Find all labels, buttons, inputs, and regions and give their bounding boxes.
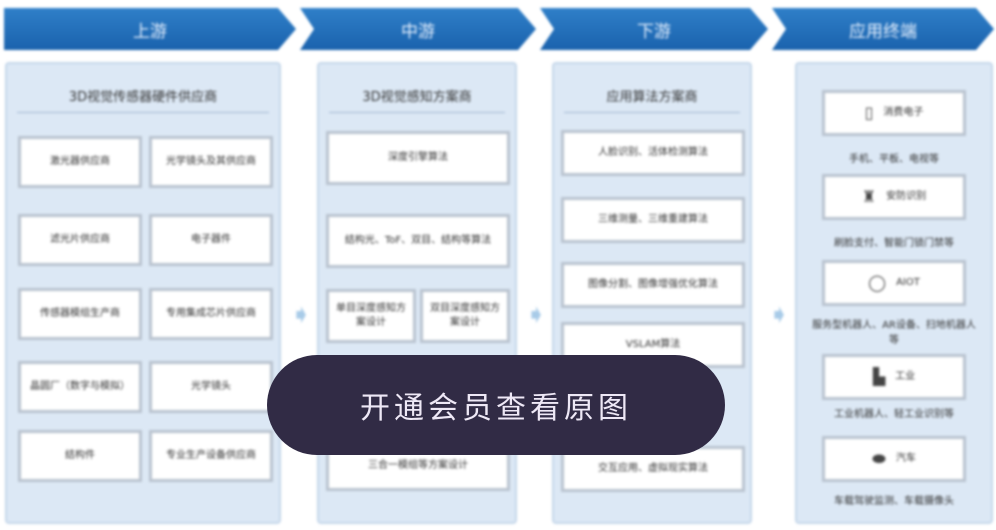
stage-downstream: 下游 (540, 8, 768, 50)
terminal-security: ♜ 安防识别 (822, 174, 966, 220)
factory-icon: ▙ (872, 366, 886, 386)
unlock-original-image-button[interactable]: 开通会员查看原图 (267, 355, 725, 455)
midstream-item: 结构光、ToF、双目、结构等算法 (326, 214, 510, 268)
phone-icon: ▯ (864, 102, 874, 122)
terminal-label: 安防识别 (886, 191, 927, 202)
upstream-item: 光学镜头及其供应商 (149, 136, 273, 188)
upstream-item: 晶圆厂（数字与模拟） (18, 361, 142, 413)
terminal-caption: 刷脸支付、智能门锁门禁等 (834, 238, 954, 249)
downstream-item: 三维测量、三维重建算法 (561, 197, 745, 243)
stage-terminal: 应用终端 (772, 8, 994, 50)
terminal-consumer-electronics: ▯ 消费电子 (822, 90, 966, 136)
upstream-item: 专业生产设备供应商 (149, 430, 273, 482)
stage-upstream: 上游 (4, 8, 296, 50)
upstream-item: 电子器件 (149, 214, 273, 266)
midstream-item: 深度引擎算法 (326, 131, 510, 185)
arrow-right-icon: ➧ (768, 300, 790, 330)
upstream-item: 传感器模组生产商 (18, 288, 142, 340)
downstream-item: 图像分割、图像增强优化算法 (561, 262, 745, 308)
terminal-caption: 车载驾驶监测、车载摄像头 (834, 496, 954, 507)
midstream-panel: 3D视觉感知方案商 深度引擎算法 结构光、ToF、双目、结构等算法 单目深度感知… (317, 62, 517, 524)
terminal-caption: 服务型机器人、AR设备、扫地机器人等 (812, 320, 976, 346)
terminal-label: 汽车 (895, 453, 916, 464)
midstream-item: 单目深度感知方案设计 (326, 289, 416, 343)
lock-icon: ♜ (861, 186, 877, 206)
midstream-item: 双目深度感知方案设计 (420, 289, 510, 343)
stage-midstream: 中游 (300, 8, 536, 50)
terminal-caption: 工业机器人、轻工业识别等 (834, 409, 954, 420)
downstream-title: 应用算法方案商 (564, 78, 740, 113)
terminal-label: 消费电子 (883, 107, 924, 118)
terminal-auto: ⬬ 汽车 (822, 436, 966, 482)
downstream-item: 人脸识别、活体检测算法 (561, 130, 745, 176)
upstream-panel: 3D视觉传感器硬件供应商 激光器供应商 光学镜头及其供应商 滤光片供应商 电子器… (5, 62, 281, 524)
ring-icon: ◯ (868, 272, 887, 292)
terminal-panel: ▯ 消费电子 手机、平板、电视等 ♜ 安防识别 刷脸支付、智能门锁门禁等 ◯ AIOT… (795, 62, 993, 524)
upstream-item: 滤光片供应商 (18, 214, 142, 266)
terminal-label: 工业 (895, 371, 916, 382)
midstream-title: 3D视觉感知方案商 (329, 78, 505, 113)
terminal-industry: ▙ 工业 (822, 354, 966, 400)
arrow-right-icon: ➧ (290, 300, 312, 330)
terminal-caption: 手机、平板、电视等 (849, 154, 939, 165)
terminal-aiot: ◯ AIOT (822, 260, 966, 306)
upstream-item: 专用集成芯片供应商 (149, 288, 273, 340)
upstream-title: 3D视觉传感器硬件供应商 (17, 78, 269, 113)
upstream-item: 结构件 (18, 430, 142, 482)
upstream-item: 光学镜头 (149, 361, 273, 413)
arrow-right-icon: ➧ (525, 300, 547, 330)
terminal-label: AIOT (896, 277, 920, 288)
upstream-item: 激光器供应商 (18, 136, 142, 188)
car-icon: ⬬ (872, 448, 886, 468)
